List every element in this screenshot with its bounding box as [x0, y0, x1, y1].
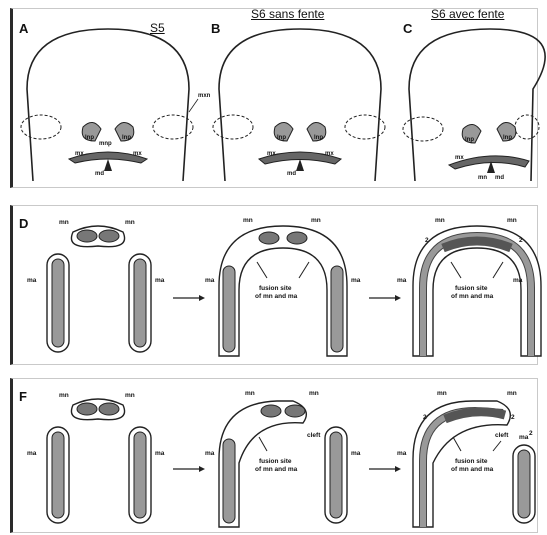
label-mn-d3-left: mn	[435, 217, 445, 224]
label-mn-d1-left: mn	[59, 219, 69, 226]
label-mn-d2-right: mn	[311, 217, 321, 224]
faces-drawing: mxn lnp lnp mnp mx mx md lnp lnp mx mx m…	[13, 9, 541, 189]
label-ma-f3-right: ma	[519, 434, 529, 441]
arch-stage-3: mn mn ma ma 2 2 fusion site of mn and ma	[397, 217, 541, 356]
label-mn-c: mn	[478, 175, 487, 181]
label-mx-a-right: mx	[133, 151, 142, 157]
label-mn-d2-left: mn	[243, 217, 253, 224]
label-fusion-f2-1: fusion site	[259, 458, 292, 465]
label-mx-a-left: mx	[75, 151, 84, 157]
label-md-c: md	[495, 175, 504, 181]
label-ma-d3-right: ma	[513, 277, 523, 284]
cleft-stage-1: mn mn ma ma	[27, 392, 165, 523]
label-marker-f3-left: 2	[423, 414, 427, 421]
label-mn-f1-left: mn	[59, 392, 69, 399]
label-fusion-f3-1: fusion site	[455, 458, 488, 465]
fusion-drawing: mn mn ma ma mn mn ma ma fusion site of m…	[13, 206, 541, 366]
label-marker-d3-right: 2	[519, 237, 523, 244]
label-mn-f3-right: mn	[507, 390, 517, 397]
label-lnp-b-right: lnp	[314, 135, 323, 141]
label-ma-d2-right: ma	[351, 277, 361, 284]
label-marker-f3-right: 2	[529, 430, 533, 437]
label-mn-f2-left: mn	[245, 390, 255, 397]
label-md-a: md	[95, 171, 104, 177]
arch-stage-2: mn mn ma ma fusion site of mn and ma	[205, 217, 361, 356]
face-c: lnp lnp mx mn md	[403, 29, 545, 181]
label-fusion-d2-2: of mn and ma	[255, 293, 298, 300]
label-mx-b-right: mx	[325, 151, 334, 157]
label-fusion-d2-1: fusion site	[259, 285, 292, 292]
label-mn-d3-right: mn	[507, 217, 517, 224]
label-lnp-b-left: lnp	[277, 135, 286, 141]
label-mn-f2-right: mn	[309, 390, 319, 397]
cleft-drawing: mn mn ma ma mn mn ma ma cleft fusion sit…	[13, 379, 541, 534]
label-ma-d3-left: ma	[397, 277, 407, 284]
label-ma-f3-left: ma	[397, 450, 407, 457]
label-fusion-d3-2: of mn and ma	[451, 293, 494, 300]
label-ma-d1-left: ma	[27, 277, 37, 284]
label-mn-d1-right: mn	[125, 219, 135, 226]
label-ma-f2-left: ma	[205, 450, 215, 457]
label-marker-f3-mid: 2	[511, 414, 515, 421]
face-b: lnp lnp mx mx md	[213, 29, 385, 181]
label-fusion-f2-2: of mn and ma	[255, 466, 298, 473]
label-mnp-a: mnp	[99, 141, 112, 147]
label-mx-c: mx	[455, 155, 464, 161]
label-md-b: md	[287, 171, 296, 177]
label-ma-f2-right: ma	[351, 450, 361, 457]
label-mn-f3-left: mn	[437, 390, 447, 397]
label-ma-f1-right: ma	[155, 450, 165, 457]
label-ma-d2-left: ma	[205, 277, 215, 284]
face-a: mxn lnp lnp mnp mx mx md	[21, 29, 211, 181]
panel-faces: A B C S5 S6 sans fente S6 avec fente mxn…	[10, 8, 538, 188]
label-fusion-d3-1: fusion site	[455, 285, 488, 292]
label-fusion-f3-2: of mn and ma	[451, 466, 494, 473]
label-mn-f1-right: mn	[125, 392, 135, 399]
label-lnp-a-left: lnp	[85, 135, 94, 141]
panel-cleft: F mn mn ma ma mn mn ma ma	[10, 378, 538, 533]
label-mxn: mxn	[198, 93, 211, 99]
label-ma-f1-left: ma	[27, 450, 37, 457]
label-cleft-f2: cleft	[307, 432, 321, 439]
label-lnp-c-left: lnp	[465, 137, 474, 143]
label-ma-d1-right: ma	[155, 277, 165, 284]
cleft-stage-2: mn mn ma ma cleft fusion site of mn and …	[205, 390, 361, 527]
panel-fusion: D mn mn ma ma mn mn ma ma	[10, 205, 538, 365]
label-marker-d3-left: 2	[425, 237, 429, 244]
label-cleft-f3: cleft	[495, 432, 509, 439]
label-mx-b-left: mx	[267, 151, 276, 157]
arch-stage-1: mn mn ma ma	[27, 219, 165, 352]
cleft-stage-3: mn mn ma ma 2 2 2 cleft fusion site of m…	[397, 390, 535, 527]
label-lnp-c-right: lnp	[503, 135, 512, 141]
label-lnp-a-right: lnp	[122, 135, 131, 141]
